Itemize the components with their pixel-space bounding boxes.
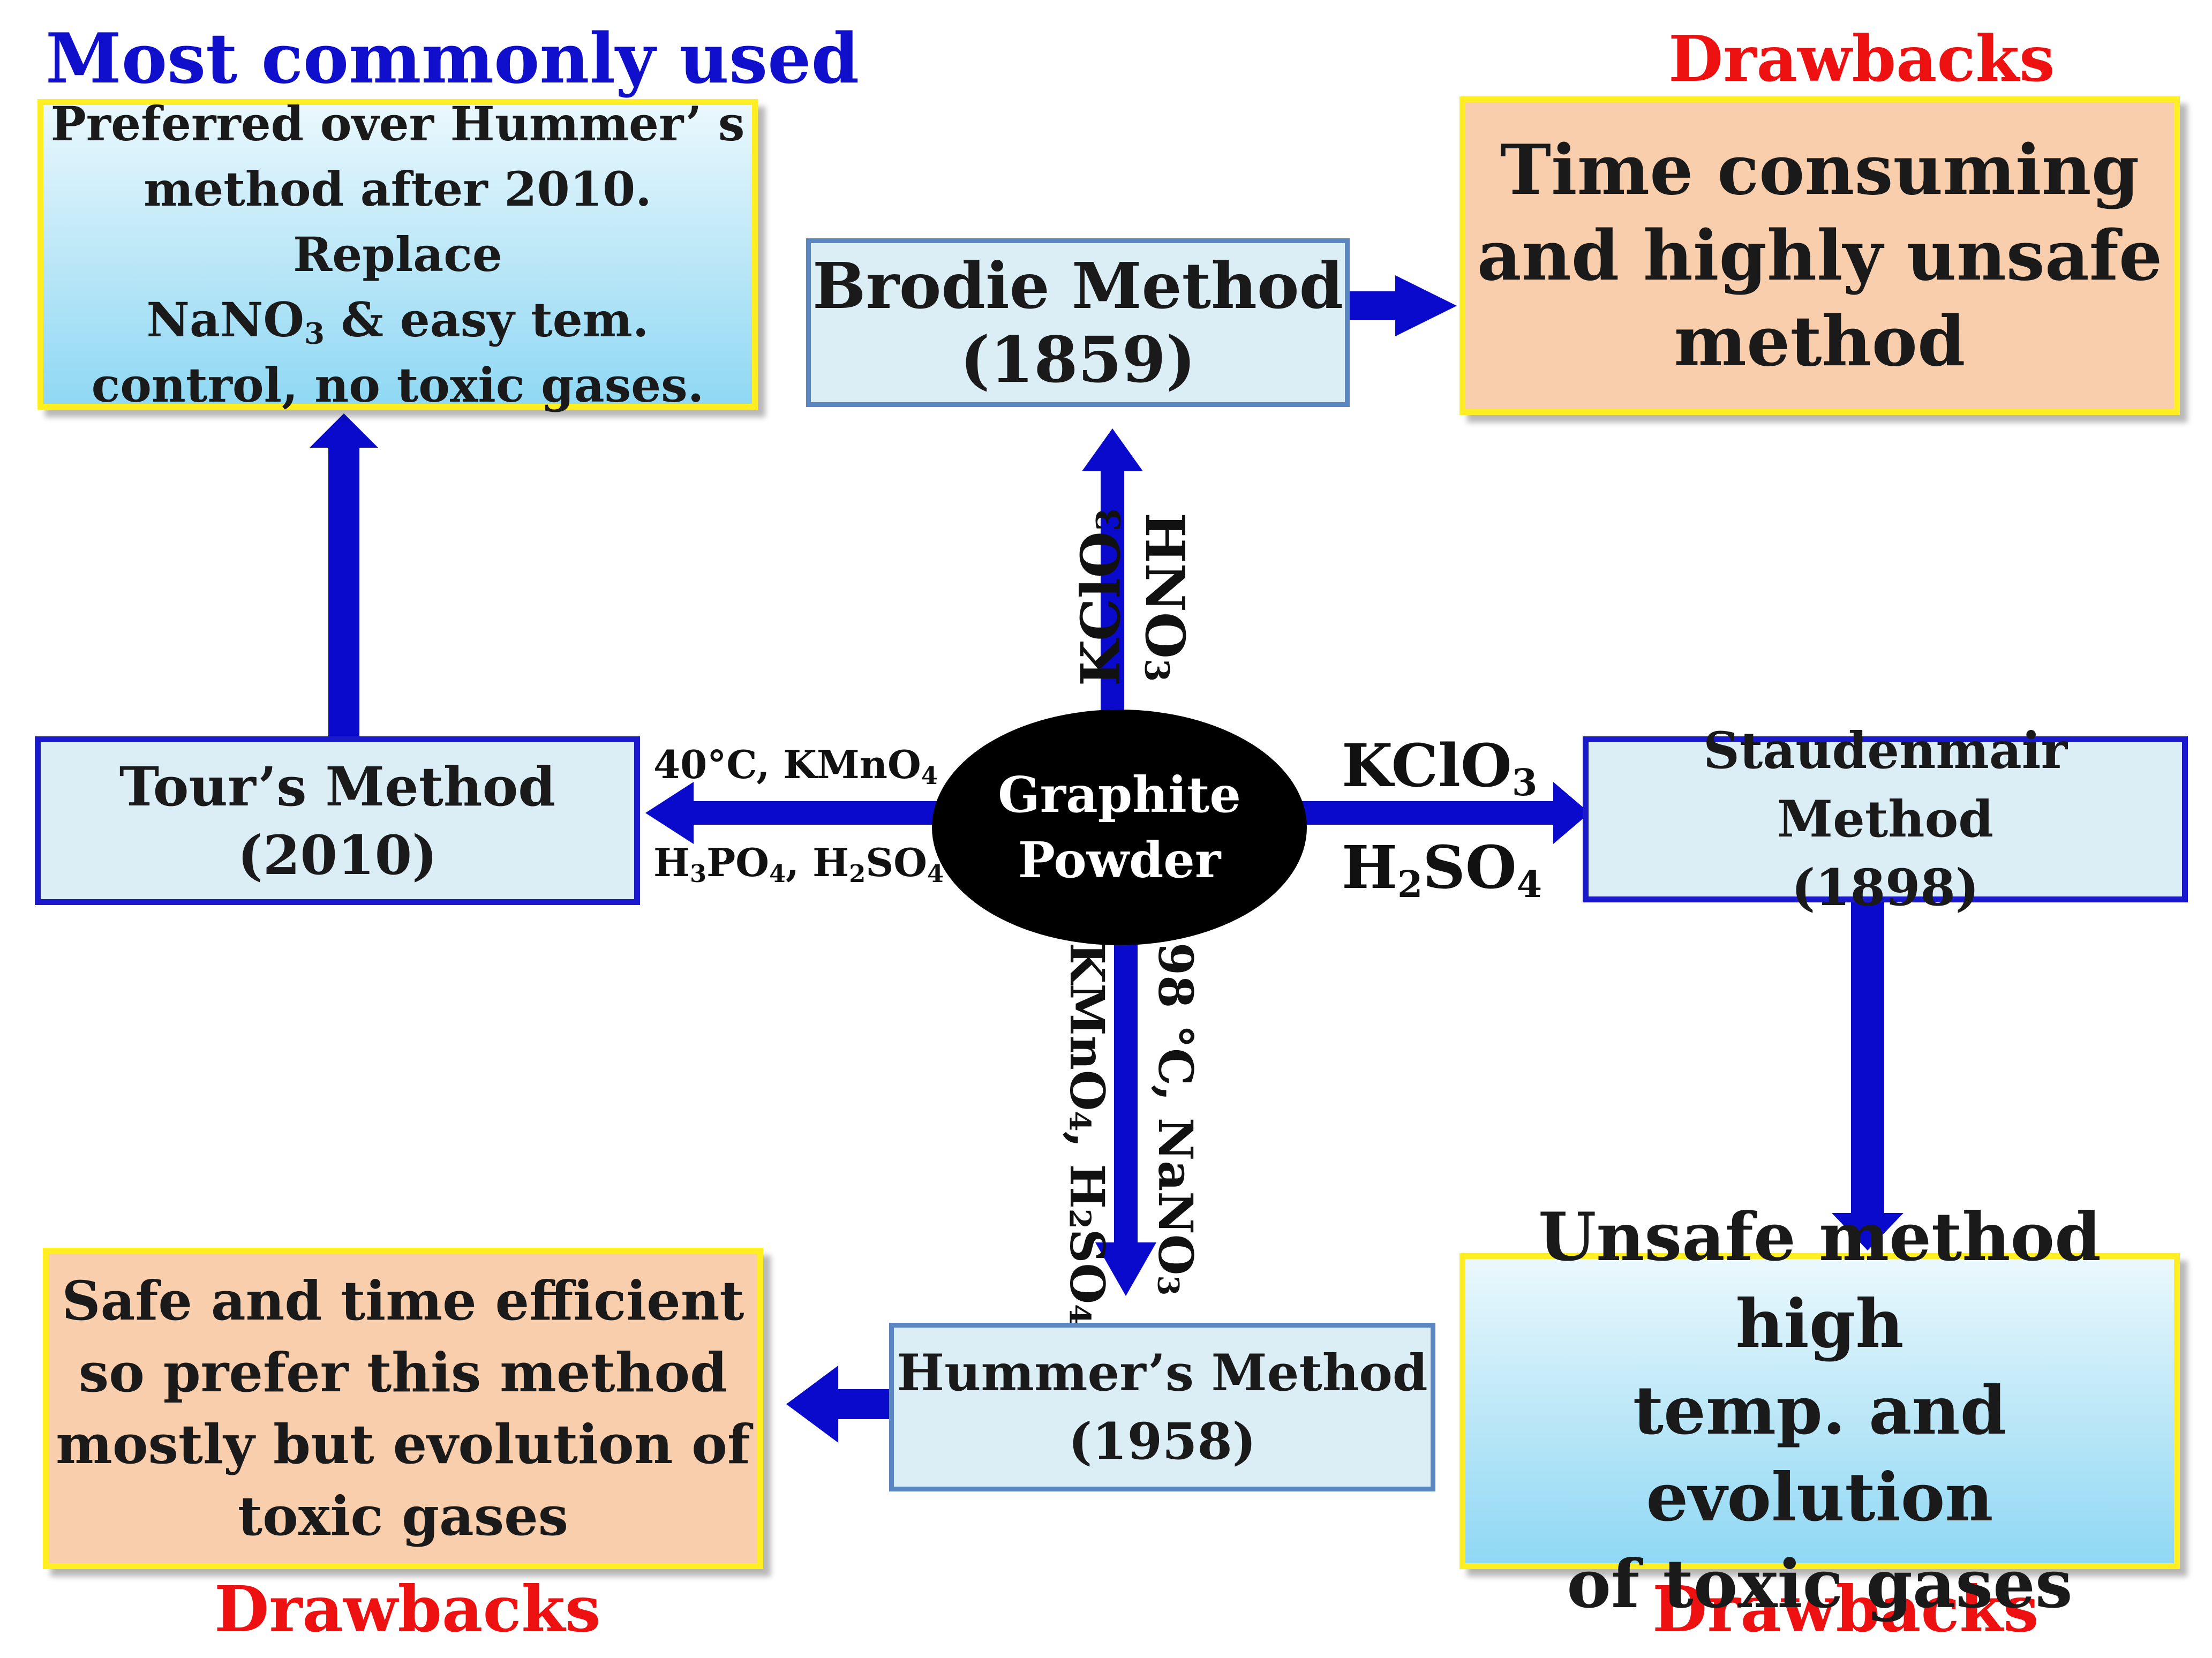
note-line: Safe and time efficient [62,1269,744,1332]
method-name: Staudenmair Method [1703,721,2068,849]
note-line: control, no toxic gases. [91,357,704,413]
drawbacks-title-bottom-left: Drawbacks [214,1572,601,1646]
reagent-hummer-temp-nano3: 98 °C, NaNO3 [1148,943,1203,1296]
center-line: Graphite [998,766,1241,824]
reagent-stau-kclo3: KClO3 [1342,731,1538,805]
arrow-staudenmair-to-drawback-head [1832,1213,1903,1250]
arrow-to-hummer [1114,932,1138,1242]
method-name: Brodie Method [812,248,1344,323]
method-name: Tour’s Method [119,755,556,818]
arrow-to-tour-head [645,782,694,844]
most-commonly-used-title: Most commonly used [46,19,860,99]
note-line: method [1674,301,1966,382]
arrow-tour-to-note-head [310,413,378,448]
arrow-to-staudenmair [1296,801,1553,825]
arrow-to-staudenmair-head [1553,782,1590,844]
arrow-to-brodie-head [1082,428,1143,471]
tour-method-box: Tour’s Method (2010) [35,736,640,905]
note-line: Time consuming [1500,130,2140,210]
note-line: Preferred over Hummer’ s [50,96,745,152]
brodie-drawback-note: Time consuming and highly unsafe method [1459,96,2180,415]
reagent-tour-acids: H3PO4, H2SO4 [653,840,944,888]
drawbacks-title-bottom-right: Drawbacks [1652,1572,2039,1646]
staudenmair-method-box: Staudenmair Method (1898) [1583,721,2188,917]
hummer-drawback-note: Safe and time efficient so prefer this m… [43,1248,763,1569]
arrow-hummer-to-drawback-head [786,1366,838,1443]
note-line: so prefer this method [78,1341,728,1404]
note-line: Unsafe method high [1538,1199,2101,1363]
arrow-brodie-to-drawback [1350,291,1398,320]
arrow-tour-to-note [328,444,359,736]
arrow-staudenmair-to-drawback [1851,902,1884,1216]
brodie-method-box: Brodie Method (1859) [806,238,1350,407]
method-year: (2010) [237,823,438,887]
note-line: NaNO3 & easy tem. [146,292,649,351]
arrow-brodie-to-drawback-head [1395,275,1457,336]
note-line: of toxic gases [1567,1546,2073,1623]
center-line: Powder [1018,831,1221,889]
note-line: and highly unsafe [1477,215,2163,296]
arrow-to-hummer-head [1095,1242,1156,1296]
reagent-brodie-hno3: HNO3 [1133,512,1197,682]
arrow-to-tour [691,801,943,825]
method-name: Hummer’s Method [897,1343,1428,1403]
note-line: mostly but evolution of [56,1413,750,1476]
reagent-tour-temp-kmno4: 40°C, KMnO4 [653,742,938,790]
method-year: (1859) [960,322,1196,397]
method-year: (1958) [1068,1412,1257,1471]
arrow-hummer-to-drawback [836,1389,892,1419]
reagent-stau-h2so4: H2SO4 [1342,833,1543,907]
drawbacks-title-top: Drawbacks [1668,21,2055,96]
note-line: temp. and evolution [1632,1372,2007,1536]
arrow-to-brodie [1101,466,1124,712]
tour-advantage-note: Preferred over Hummer’ s method after 20… [37,96,758,413]
graphite-powder-node: Graphite Powder [932,710,1307,945]
method-year: (1898) [1791,858,1980,917]
reagent-hummer-kmno4-h2so4: KMnO4, H2SO4 [1059,943,1115,1325]
hummer-method-box: Hummer’s Method (1958) [889,1323,1435,1491]
staudenmair-drawback-note: Unsafe method high temp. and evolution o… [1459,1199,2180,1623]
note-line: toxic gases [237,1484,569,1548]
note-line: method after 2010. Replace [144,161,652,282]
